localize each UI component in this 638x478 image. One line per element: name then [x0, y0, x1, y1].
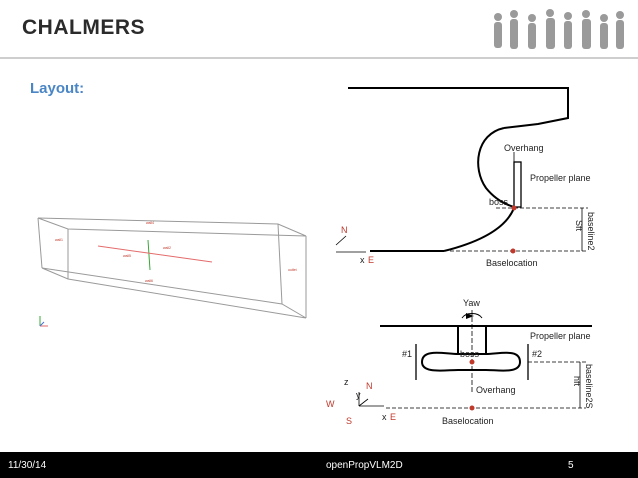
top-view-diagram: [358, 310, 592, 409]
top-yaw-label: Yaw: [463, 298, 480, 308]
top-overhang-label: Overhang: [476, 385, 516, 395]
side-x-axis-label: x: [360, 255, 365, 265]
footer-date: 11/30/14: [8, 460, 47, 471]
box-3d-view: [37, 217, 307, 319]
top-x-axis-label: x: [382, 412, 387, 422]
top-y-axis-label: y: [356, 390, 361, 400]
people-silhouettes-icon: [494, 9, 624, 49]
top-hash2-label: #2: [532, 349, 542, 359]
top-baselocation-point: [469, 405, 475, 411]
top-z-axis-label: z: [344, 377, 349, 387]
side-baselocation-point: [510, 248, 516, 254]
side-boss-label: boss: [489, 197, 509, 207]
layout-diagram: wall4 wall1 wall2 wall5 outlet wall6 Ove…: [37, 87, 596, 426]
top-baselocation-label: Baselocation: [442, 416, 494, 426]
side-boss-point: [511, 205, 517, 211]
footer-bar: 11/30/14 openPropVLM2D 5: [0, 452, 638, 478]
side-overhang-label: Overhang: [504, 143, 544, 153]
side-north-label: N: [341, 225, 348, 235]
chalmers-logo: CHALMERS: [22, 16, 145, 39]
top-north-label: N: [366, 381, 373, 391]
footer-page-number: 5: [568, 460, 574, 471]
top-south-label: S: [346, 416, 352, 426]
top-baseline-label: baseline2S: [584, 364, 594, 409]
top-west-label: W: [326, 399, 335, 409]
side-sft-label: Sft: [574, 220, 584, 232]
box-label-wall6: wall6: [145, 279, 153, 283]
side-baseline-label: baseline2: [586, 212, 596, 251]
top-hash1-label: #1: [402, 349, 412, 359]
footer-title: openPropVLM2D: [326, 460, 403, 471]
box-label-wall4: wall4: [146, 221, 154, 225]
side-baselocation-label: Baselocation: [486, 258, 538, 268]
axes-triad-icon: [39, 316, 48, 327]
side-view-diagram: [335, 87, 588, 253]
slide-title: Layout:: [30, 80, 85, 97]
top-east-label: E: [390, 412, 396, 422]
header-divider: [0, 57, 638, 59]
top-boss-label: boss: [460, 349, 480, 359]
box-label-wall5: wall5: [123, 254, 131, 258]
side-propeller-plane-label: Propeller plane: [530, 173, 591, 183]
box-label-outlet: outlet: [288, 268, 297, 272]
top-hft-label: hft: [572, 376, 582, 387]
top-propeller-plane-label: Propeller plane: [530, 331, 591, 341]
header-bar: CHALMERS: [0, 0, 638, 62]
side-east-label: E: [368, 255, 374, 265]
box-label-wall1: wall1: [55, 238, 63, 242]
box-label-wall2: wall2: [163, 246, 171, 250]
top-boss-point: [469, 359, 475, 365]
